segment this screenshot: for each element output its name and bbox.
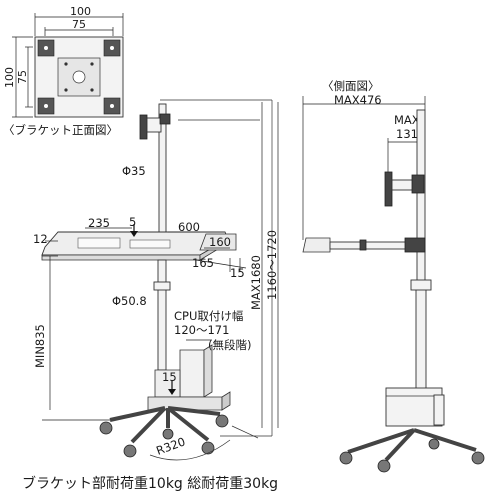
bracket-width-outer: 100 [70,5,91,18]
keyboard-depth: 160 [209,235,231,249]
bracket-height-inner: 75 [16,70,29,84]
cpu-width-note: (無段階) [208,338,251,352]
keyboard-edge: 15 [230,266,245,280]
caster-icon [339,438,485,473]
base-pole-diameter: Φ50.8 [112,294,147,308]
load-capacity-text: ブラケット部耐荷重10kg 総耐荷重30kg [22,475,278,492]
pole-diameter: Φ35 [122,164,146,178]
tray-depth-left: 12 [33,232,48,246]
adjust-height: 1160〜1720 [265,230,279,300]
tray-width: 235 [88,216,110,230]
side-max-value: 131 [396,127,418,141]
max-height: MAX1680 [249,255,263,310]
keyboard-width: 600 [178,220,200,234]
cpu-width-label: CPU取付け幅 [174,309,243,323]
keyboard-step: 165 [192,256,214,270]
bracket-width-inner: 75 [72,18,86,31]
side-max-label: MAX [394,113,420,127]
bracket-height-outer: 100 [3,67,16,88]
side-caption: 〈側面図〉 [322,79,380,93]
caster-icon [99,414,229,458]
cpu-width-range: 120〜171 [174,323,229,337]
min-height: MIN835 [33,324,47,368]
tray-mark: 5 [129,215,136,229]
bracket-front-view: 100 75 100 75 〈ブラケット正面図〉 [3,5,124,137]
bracket-caption: 〈ブラケット正面図〉 [3,123,118,137]
side-view: 〈側面図〉 MAX476 MAX 131 [302,79,485,473]
side-max-width: MAX476 [334,93,382,107]
base-radius: R320 [154,434,187,457]
cpu-mark: 15 [162,370,177,384]
front-view: 12 235 5 600 160 165 15 [33,99,279,461]
